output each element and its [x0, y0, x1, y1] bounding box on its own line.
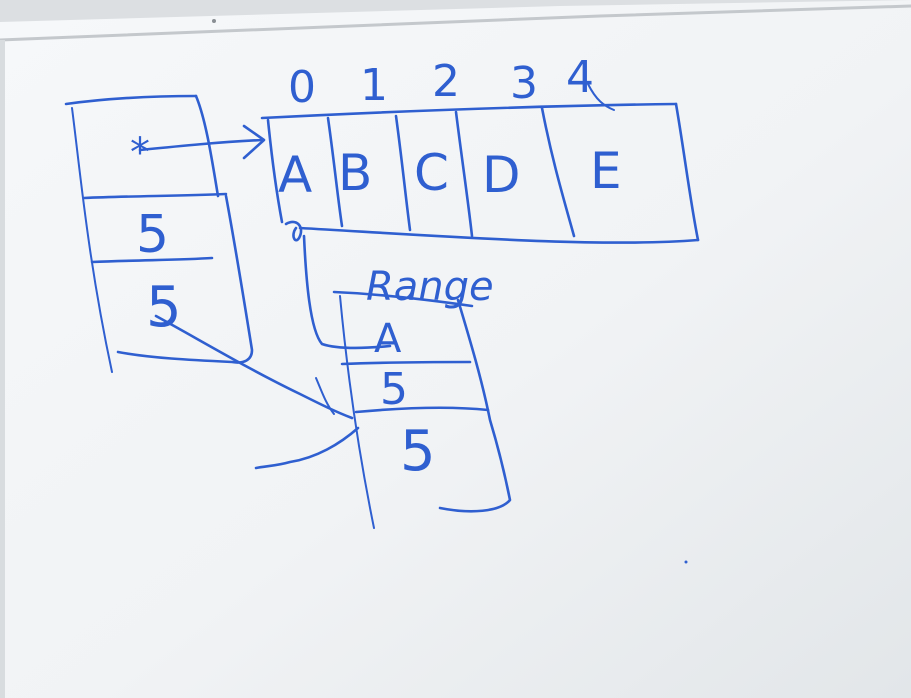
- range-block-left-edge: [339, 295, 375, 529]
- pointer-arrow-shaft: [138, 138, 264, 152]
- board-screw-dot: [212, 19, 216, 23]
- pointer-cell-ref: *: [130, 130, 150, 176]
- reassign-arrow-tip: [315, 377, 335, 415]
- pointer-block-divider-2: [90, 256, 214, 264]
- pointer-arrow: [138, 124, 266, 160]
- array-divider-1: [326, 116, 344, 228]
- array-index: 0: [288, 62, 316, 113]
- pointer-block-left-edge: [71, 107, 113, 373]
- array-divider-2: [394, 114, 412, 232]
- pointer-arrow-head: [242, 124, 266, 160]
- array-index: 2: [432, 56, 460, 107]
- array-cell: C: [414, 144, 449, 202]
- array-box: [260, 83, 700, 244]
- pointer-block-right-edge-top: [194, 94, 220, 198]
- range-block-divider-2: [354, 406, 490, 414]
- board-tray-edge: [0, 4, 911, 42]
- connector-loop: [284, 220, 303, 242]
- pointer-block-divider-1: [82, 192, 228, 200]
- range-cell-capacity: 5: [400, 419, 436, 484]
- array-bottom-edge: [298, 226, 700, 244]
- array-left-edge: [266, 118, 284, 224]
- pointer-block-top-edge: [64, 94, 198, 106]
- range-connector: [284, 220, 392, 350]
- range-block-divider-1: [340, 360, 472, 366]
- pointer-cell-capacity: 5: [146, 275, 182, 340]
- pointer-block: [64, 94, 254, 373]
- array-top-edge: [260, 102, 678, 120]
- board-left-frame: [0, 40, 5, 698]
- range-block-text: Range A 5 5: [366, 264, 494, 484]
- array-divider-4: [540, 106, 576, 238]
- array-index: 4: [566, 52, 594, 103]
- array-indices: 0 1 2 3 4: [288, 52, 594, 113]
- reassign-arrow: [154, 314, 360, 470]
- board-top-frame: [0, 0, 911, 22]
- array-index: 3: [510, 58, 538, 109]
- ink-dot: [684, 560, 688, 564]
- array-cell: E: [590, 142, 622, 200]
- range-block-right-edge: [438, 298, 512, 513]
- array-cell: B: [338, 144, 372, 202]
- range-label: Range: [366, 264, 494, 310]
- array-cell: A: [278, 146, 312, 204]
- range-cell-size: 5: [380, 364, 408, 415]
- array-cell: D: [482, 146, 521, 204]
- connector-line: [302, 234, 392, 350]
- array-index: 1: [360, 60, 388, 111]
- range-block: [332, 290, 512, 529]
- array-right-edge: [674, 102, 700, 242]
- array-divider-3: [454, 110, 474, 238]
- pointer-cell-size: 5: [136, 205, 169, 265]
- range-block-top-edge: [332, 290, 474, 308]
- pointer-block-cells: * 5 5: [130, 130, 182, 340]
- pointer-block-bottom: [116, 194, 254, 364]
- array-cells: A B C D E: [278, 142, 622, 204]
- reassign-arrow-lower: [254, 426, 360, 470]
- reassign-line: [154, 314, 354, 420]
- range-cell-ref: A: [374, 316, 402, 362]
- array-index-tick: [587, 83, 615, 111]
